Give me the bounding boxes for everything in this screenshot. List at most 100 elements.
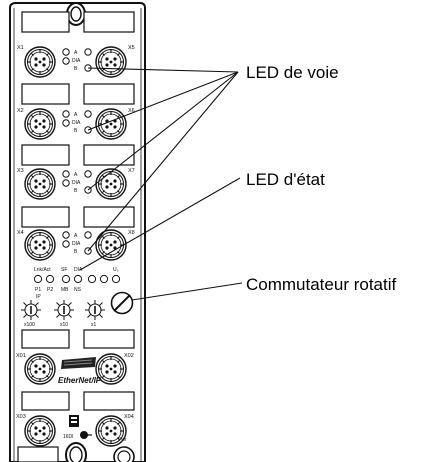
led-label-dia: DIA bbox=[72, 180, 81, 186]
label-window bbox=[21, 206, 70, 228]
callout-leaders-channel-led bbox=[87, 67, 239, 252]
status-led bbox=[99, 274, 109, 284]
label-window bbox=[83, 391, 135, 411]
rotary-switch-x100-icon[interactable] bbox=[20, 299, 42, 321]
led-label-a: A bbox=[74, 172, 78, 178]
callout-channel-led: LED de voie bbox=[246, 63, 339, 82]
label-window bbox=[21, 11, 70, 33]
label-window bbox=[83, 83, 135, 105]
port-label-x04: X04 bbox=[124, 414, 134, 420]
pwr-label: Pwr bbox=[118, 437, 127, 443]
channel-row-1: X1 X5 A DIA B bbox=[17, 45, 135, 78]
callout-rotary-switch: Commutateur rotatif bbox=[246, 275, 396, 294]
switch-label-ip: IP bbox=[36, 294, 41, 300]
port-label-x02: X02 bbox=[124, 353, 134, 359]
m12-connector-icon bbox=[95, 108, 127, 140]
callout-leader-rotary-switch bbox=[131, 282, 243, 301]
led-label-dia: DIA bbox=[72, 58, 81, 64]
led-label-b: B bbox=[74, 128, 78, 134]
channel-led bbox=[62, 57, 70, 65]
port-label-x6: X6 bbox=[128, 108, 135, 114]
label-window bbox=[21, 144, 70, 166]
channel-led bbox=[62, 119, 70, 127]
label-window bbox=[17, 446, 59, 462]
m12-connector-icon bbox=[24, 415, 56, 447]
status-sub-p1: P1 bbox=[35, 287, 41, 293]
status-sub-ns: NS bbox=[74, 287, 82, 293]
m12-connector-icon bbox=[95, 46, 127, 78]
status-sub-mb: MB bbox=[61, 287, 69, 293]
label-window bbox=[83, 206, 135, 228]
bus-port-row-1: X01 X02 bbox=[16, 353, 134, 385]
bus-port-row-2: X03 X04 bbox=[16, 414, 134, 447]
led-label-dia: DIA bbox=[72, 120, 81, 126]
port-label-x03: X03 bbox=[16, 414, 26, 420]
bottom-mounting-area bbox=[65, 442, 135, 462]
led-label-a: A bbox=[74, 112, 78, 118]
label-window bbox=[21, 329, 70, 349]
status-led bbox=[45, 274, 55, 284]
status-led-block: Lnk/Act SF DIA U₀ P1 P2 MB NS bbox=[33, 267, 121, 293]
led-label-dia: DIA bbox=[72, 241, 81, 247]
channel-led bbox=[62, 48, 70, 56]
status-label-sf: SF bbox=[61, 267, 67, 273]
rotary-switch-x10-icon[interactable] bbox=[53, 299, 75, 321]
m12-connector-icon bbox=[24, 46, 56, 78]
switch-label-x1: x1 bbox=[91, 322, 97, 328]
rotary-switch-block: IP x100 x10 x1 bbox=[20, 291, 134, 328]
channel-led bbox=[62, 231, 70, 239]
status-label-u0: U₀ bbox=[113, 267, 119, 273]
product-code: 16DI bbox=[63, 434, 74, 440]
switch-label-x10: x10 bbox=[60, 322, 68, 328]
led-label-b: B bbox=[74, 249, 78, 255]
channel-led bbox=[84, 231, 92, 239]
led-label-b: B bbox=[74, 66, 78, 72]
status-led bbox=[87, 274, 97, 284]
led-label-a: A bbox=[74, 233, 78, 239]
port-label-x8: X8 bbox=[128, 230, 135, 236]
m12-connector-icon bbox=[24, 229, 56, 261]
port-label-x2: X2 bbox=[17, 108, 24, 114]
channel-row-3: X3 X7 A DIA B bbox=[17, 168, 135, 200]
pepperl-fuchs-logo-icon bbox=[69, 415, 79, 427]
m12-connector-icon bbox=[95, 229, 127, 261]
port-label-x01: X01 bbox=[16, 353, 26, 359]
port-label-x5: X5 bbox=[128, 45, 135, 51]
led-label-a: A bbox=[74, 50, 78, 56]
label-window bbox=[83, 144, 135, 166]
channel-row-4: X4 X8 A DIA B bbox=[17, 229, 135, 261]
label-window bbox=[21, 83, 70, 105]
status-label-lnkact: Lnk/Act bbox=[34, 267, 51, 273]
label-window bbox=[83, 11, 135, 33]
mounting-hole-top bbox=[66, 2, 86, 26]
ethernet-ip-logo: EtherNet/IP bbox=[58, 376, 102, 385]
brand-logo bbox=[61, 357, 96, 369]
port-label-x1: X1 bbox=[17, 45, 24, 51]
port-label-x7: X7 bbox=[128, 168, 135, 174]
channel-led bbox=[84, 110, 92, 118]
label-window bbox=[83, 329, 135, 349]
m12-connector-icon bbox=[24, 108, 56, 140]
rotary-cover-screw-icon[interactable] bbox=[110, 291, 134, 315]
channel-row-2: X2 X6 A DIA B bbox=[17, 108, 135, 140]
channel-led bbox=[84, 48, 92, 56]
label-window bbox=[21, 391, 70, 411]
led-label-b: B bbox=[74, 188, 78, 194]
callout-leader-status-led bbox=[79, 177, 241, 271]
rotary-switch-x1-icon[interactable] bbox=[84, 299, 106, 321]
status-led bbox=[73, 274, 83, 284]
status-led bbox=[111, 274, 121, 284]
port-label-x4: X4 bbox=[17, 230, 24, 236]
status-label-dia: DIA bbox=[74, 267, 83, 273]
status-led bbox=[61, 274, 71, 284]
channel-led bbox=[62, 179, 70, 187]
channel-led bbox=[62, 170, 70, 178]
callout-status-led: LED d'état bbox=[246, 170, 325, 189]
port-label-x3: X3 bbox=[17, 168, 24, 174]
status-led bbox=[33, 274, 43, 284]
switch-label-x100: x100 bbox=[24, 322, 35, 328]
channel-led bbox=[62, 110, 70, 118]
channel-led bbox=[84, 170, 92, 178]
earth-ground-icon bbox=[80, 431, 92, 439]
